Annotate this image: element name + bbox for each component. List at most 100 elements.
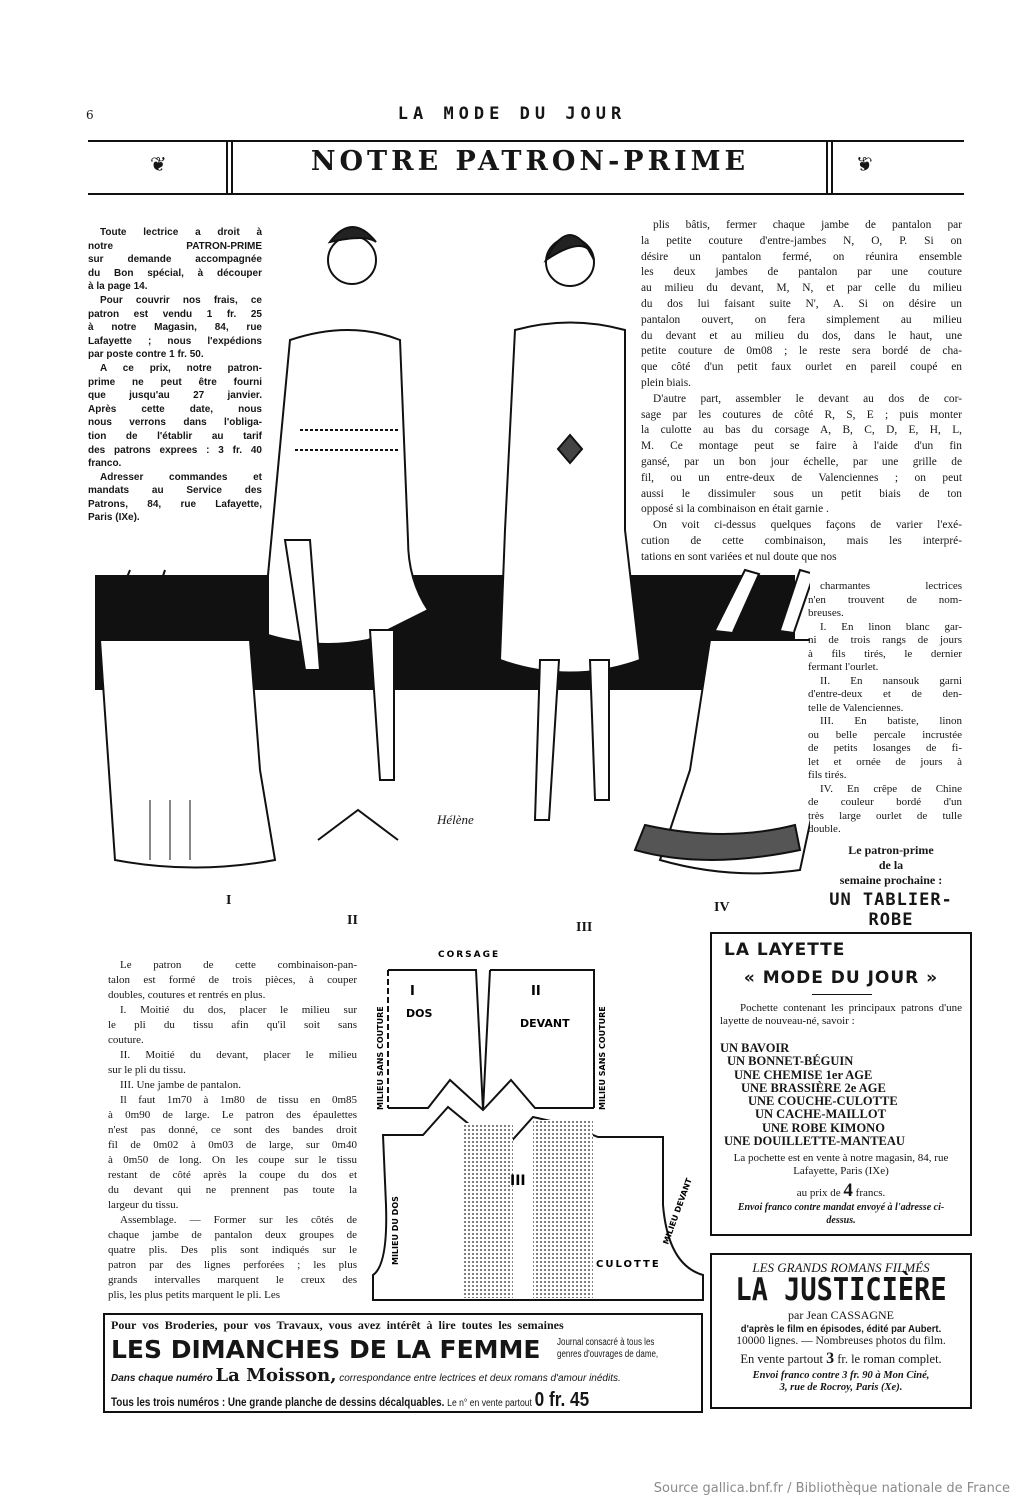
- text-line: telle de Valenciennes.: [808, 701, 904, 714]
- text-line: plis bâtis, fermer chaque jambe de panta…: [653, 219, 962, 231]
- text-line: n'est pas donné, ce sont des bandes droi…: [108, 1124, 357, 1136]
- text-line: On voit ci-dessus quelques façons de var…: [653, 519, 962, 532]
- figure-iii: [498, 234, 642, 821]
- instructions-text: plis bâtis, fermer chaque jambe de panta…: [641, 218, 962, 566]
- text-line: franco.: [88, 458, 122, 470]
- text-line: IV. En crêpe de Chine: [820, 782, 962, 795]
- text-line: largeur du tissu.: [108, 1199, 179, 1211]
- text-line: grands intervalles marquent le creux des: [108, 1274, 357, 1286]
- text-line: restant de côté après la coupe du dos et: [108, 1169, 357, 1181]
- dimanches-title: LES DIMANCHES DE LA FEMME: [111, 1335, 541, 1364]
- text-line: du devant et au milieu du dos, dans le h…: [641, 329, 962, 342]
- layette-item: UN BAVOIR: [720, 1041, 790, 1055]
- text-line: fermant l'ourlet.: [808, 661, 879, 673]
- dimanches-line1: Pour vos Broderies, pour vos Travaux, vo…: [111, 1318, 564, 1332]
- text-line: talon est formé de trois pièces, à coupe…: [108, 974, 357, 986]
- text-line: désire un pantalon fermé, on réunira ens…: [641, 250, 962, 263]
- text-line: à la page 14.: [88, 281, 148, 293]
- diagram-devant: DEVANT: [520, 1017, 570, 1030]
- text-line: Adresser commandes et: [100, 471, 262, 483]
- text-line: opposé si la combinaison en était garnie…: [641, 503, 829, 516]
- text-line: Paris (IXe).: [88, 512, 140, 524]
- text-line: I. Moitié du dos, placer le milieu sur: [120, 1004, 357, 1016]
- text-line: très large ourlet de tulle: [808, 809, 962, 822]
- diagram-side-left: MILIEU SANS COUTURE: [376, 1006, 385, 1110]
- diagram-dos-num: I: [410, 984, 415, 999]
- text-line: pantalon ouvert, on fera simplement au m…: [641, 313, 962, 326]
- text-line: patron par des lignes perforées ; les pl…: [108, 1259, 357, 1271]
- diagram-culotte: CULOTTE: [596, 1259, 661, 1270]
- text-line: fil de 0m02 à 0m03 de large, sur 0m40: [108, 1139, 357, 1151]
- garment-i: [98, 569, 277, 869]
- text-line: breuses.: [808, 607, 844, 619]
- text-line: III. En batiste, linon: [820, 715, 962, 727]
- next-week-notice: Le patron-prime de la semaine prochaine …: [808, 843, 974, 930]
- text-line: plein biais.: [641, 376, 691, 389]
- next-week-title: UN TABLIER-ROBE: [829, 890, 953, 930]
- text-line: D'autre part, assembler le devant au dos…: [653, 392, 962, 405]
- layette-item: UN BONNET-BÉGUIN: [727, 1054, 854, 1069]
- header-rule: [88, 140, 964, 142]
- text-line: quatre plis. Des plis sont indiqués sur …: [108, 1244, 357, 1256]
- text-line: sage par les coutures de côté R, S, E ; …: [641, 408, 962, 421]
- text-line: II. Moitié du devant, placer le milieu: [120, 1049, 357, 1061]
- layette-item: UN CACHE-MAILLOT: [755, 1107, 886, 1122]
- justiciere-shipping: Envoi franco contre 3 fr. 90 à Mon Ciné,…: [752, 1370, 930, 1393]
- text-line: à 0m50 de long. On les coupe sur le tiss…: [108, 1154, 357, 1166]
- diagram-milieu-dos: MILIEU DU DOS: [391, 1196, 400, 1265]
- text-line: de petits losanges de fi-: [808, 742, 962, 754]
- layette-ad: LA LAYETTE « MODE DU JOUR » Pochette con…: [710, 932, 972, 1236]
- diagram-culotte-num: III: [510, 1173, 526, 1189]
- text-line: Pour couvrir nos frais, ce: [100, 294, 262, 306]
- justiciere-sale: En vente partout 3 fr. le roman complet.: [740, 1350, 942, 1367]
- text-line: sur le pli du tissu.: [108, 1064, 186, 1076]
- text-line: Patrons, 84, rue Lafayette,: [88, 498, 262, 510]
- text-line: de couleur bordé d'un: [808, 796, 962, 808]
- diagram-dos: DOS: [406, 1007, 432, 1020]
- layette-item: UNE COUCHE-CULOTTE: [748, 1094, 898, 1109]
- layette-item: UNE BRASSIÈRE 2e AGE: [741, 1080, 886, 1095]
- text-line: charmantes lectrices: [820, 580, 962, 592]
- ornament-left-icon: ❦: [150, 152, 167, 176]
- paragraph: I. En linon blanc gar-ni de trois rangs …: [808, 621, 962, 675]
- paragraph: II. Moitié du devant, placer le milieu su…: [108, 1048, 357, 1078]
- text-line: nous verrons dans l'obliga-: [88, 417, 262, 429]
- text-line: à notre Magasin, 84, rue: [88, 322, 262, 334]
- justiciere-title: LA JUSTICIÈRE: [735, 1272, 947, 1309]
- banner-divider: [826, 142, 828, 194]
- text-line: d'entre-deux et de den-: [808, 688, 962, 700]
- layette-title: LA LAYETTE: [724, 940, 846, 960]
- text-line: Lafayette ; nous l'expédions: [88, 335, 262, 347]
- layette-item: UNE DOUILLETTE-MANTEAU: [724, 1134, 905, 1149]
- artist-signature: Hélène: [437, 812, 474, 827]
- layette-subtitle: « MODE DU JOUR »: [743, 968, 939, 988]
- page-number: 6: [86, 108, 94, 122]
- text-line: du dos lui faisant suite N', A. Si on dé…: [641, 297, 962, 310]
- justiciere-kicker: LES GRANDS ROMANS FILMÉS: [752, 1260, 930, 1275]
- text-line: à 0m90 de large. Le patron des épaulette…: [108, 1109, 357, 1121]
- text-line: au milieu du devant, M, N, et par celle …: [641, 282, 962, 295]
- text-line: fil, ou un entre-deux de Valenciennes ; …: [641, 471, 962, 484]
- text-line: II. En nansouk garni: [820, 674, 962, 687]
- figure-label-i: I: [226, 893, 232, 908]
- figure-label-iv: IV: [714, 900, 730, 915]
- text-line: n'en trouvent de nom-: [808, 593, 962, 606]
- justiciere-ad: LES GRANDS ROMANS FILMÉS LA JUSTICIÈRE p…: [710, 1253, 972, 1409]
- figure-label-iii: III: [576, 920, 593, 935]
- text-line: les deux jambes de pantalon par une cout…: [641, 266, 962, 279]
- layette-item: UNE ROBE KIMONO: [762, 1120, 885, 1135]
- masthead-title: LA MODE DU JOUR: [397, 104, 627, 124]
- figure-ii: [267, 226, 430, 841]
- text-line: couture.: [108, 1034, 144, 1046]
- next-week-line: Le patron-prime: [848, 843, 934, 857]
- dimanches-line4: Tous les trois numéros : Une grande plan…: [111, 1389, 590, 1411]
